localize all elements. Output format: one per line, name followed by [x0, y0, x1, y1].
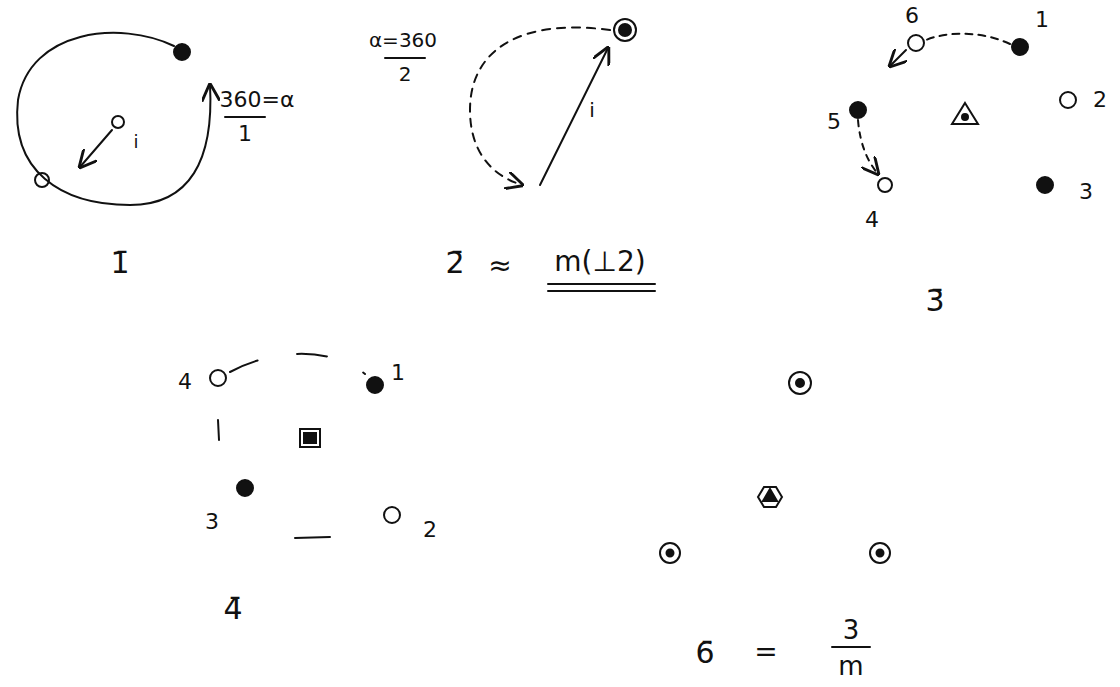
- coincident-points: [667, 550, 674, 557]
- coincident-points: [870, 543, 890, 563]
- rotation-arc: [295, 537, 330, 538]
- open-point: [210, 370, 226, 386]
- relation-sign: =: [754, 637, 777, 668]
- axis-symbol: 3̄: [925, 284, 944, 317]
- coincident-points: [660, 543, 680, 563]
- fourfold-inversion-symbol: [304, 433, 316, 443]
- open-point: [908, 35, 924, 51]
- coincident-points: [796, 379, 804, 387]
- equivalent-symbol: m(⊥2): [554, 247, 645, 278]
- fourfold-inversion-symbol: [300, 429, 320, 447]
- axis-symbol: 4̄: [223, 592, 242, 625]
- filled-point: [850, 102, 866, 118]
- threefold-inversion-symbol: [962, 114, 968, 120]
- fraction-bar: [385, 57, 425, 59]
- coincident-points: [877, 550, 884, 557]
- coincident-points: [789, 372, 811, 394]
- coincident-points: [614, 19, 636, 41]
- rotation-arc: [470, 28, 610, 185]
- point-number: 6: [905, 4, 919, 28]
- point-number: 2: [423, 518, 437, 542]
- threefold-inversion-symbol: [952, 103, 978, 124]
- filled-point: [237, 480, 253, 496]
- fraction-denominator: 1: [238, 122, 252, 146]
- filled-point: [367, 377, 383, 393]
- point-number: 4: [865, 208, 879, 232]
- rotation-arrow: [890, 50, 906, 66]
- point-number: 3: [205, 510, 219, 534]
- relation-sign: ≈: [488, 251, 511, 282]
- fraction-denominator: m: [838, 652, 863, 681]
- fraction-denominator: 2: [399, 63, 412, 85]
- fraction-numerator: 3: [843, 616, 860, 645]
- inversion-centre: [112, 116, 124, 128]
- double-underline: [548, 290, 655, 292]
- axis-symbol: 6̄: [695, 636, 714, 669]
- point-number: 5: [827, 110, 841, 134]
- rotation-arc: [17, 33, 210, 205]
- filled-point: [1037, 177, 1053, 193]
- rotation-arc: [926, 34, 1010, 44]
- open-point: [1060, 92, 1076, 108]
- angle-formula: α=360: [369, 29, 437, 51]
- inversion-arrow: [540, 48, 608, 185]
- coincident-points: [619, 24, 631, 36]
- filled-point: [174, 44, 190, 60]
- axis-symbol: 1̄: [110, 246, 129, 279]
- sixfold-inversion-symbol: [758, 487, 782, 507]
- point-number: 1: [1035, 8, 1049, 32]
- open-point: [35, 173, 49, 187]
- rotation-arc: [218, 420, 219, 440]
- point-number: 3: [1079, 180, 1093, 204]
- fraction-bar: [832, 646, 870, 648]
- point-number: 4: [178, 370, 192, 394]
- rotation-arc: [230, 354, 365, 374]
- open-point: [878, 178, 892, 192]
- inversion-arrow: [80, 130, 112, 167]
- angle-formula: 360=α: [220, 88, 295, 112]
- fraction-bar: [225, 116, 265, 118]
- inversion-label: i: [589, 99, 595, 121]
- filled-point: [1012, 39, 1028, 55]
- open-point: [384, 507, 400, 523]
- rotation-arc: [858, 120, 878, 174]
- point-number: 1: [391, 361, 405, 385]
- inversion-label: i: [133, 132, 138, 152]
- axis-symbol: 2̄: [445, 246, 464, 279]
- double-underline: [548, 283, 655, 285]
- point-number: 2: [1093, 88, 1107, 112]
- sixfold-inversion-symbol: [763, 489, 777, 501]
